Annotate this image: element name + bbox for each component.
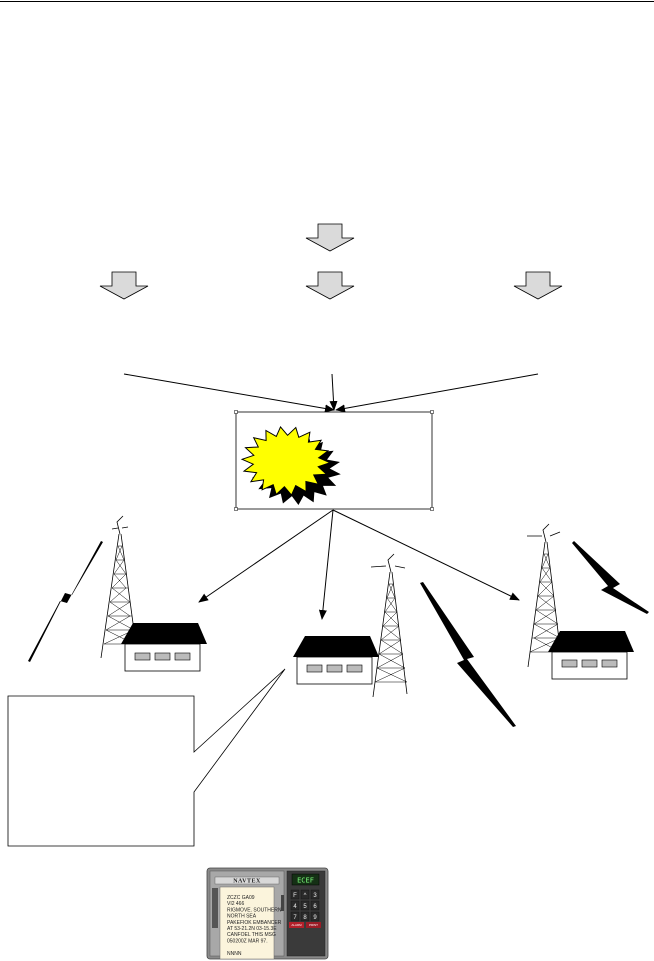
navtex-key-label: 9 <box>313 915 317 921</box>
callout-box <box>7 668 286 847</box>
navtex-key[interactable] <box>310 911 320 922</box>
navtex-message-line: NNNN <box>227 951 242 957</box>
navtex-display <box>291 873 320 886</box>
lightning-bolt-icon <box>420 582 516 727</box>
central-box-corner-tr <box>430 410 434 414</box>
lightning-bolt-icon <box>28 541 103 662</box>
navtex-key[interactable] <box>300 900 310 911</box>
navtex-message-line: CANFOEL THIS MSG <box>227 932 276 938</box>
station-building-left <box>121 623 207 672</box>
navtex-message-line: RIGMOVE. SOUTHERN <box>227 907 282 913</box>
navtex-button-row: ALARM PRINT <box>289 922 321 928</box>
navtex-display-text: ECEF <box>297 877 314 885</box>
navtex-message-line: PAKEFIOK EMBANCER <box>227 920 282 926</box>
navtex-key-label: F <box>293 893 297 899</box>
navtex-key[interactable] <box>290 911 300 922</box>
navtex-key-label: 4 <box>293 904 297 910</box>
navtex-key-label: ^ <box>304 893 307 899</box>
navtex-key-label: 5 <box>303 904 307 910</box>
navtex-key[interactable] <box>310 900 320 911</box>
transmitter-tower-center <box>370 553 408 698</box>
dist-arrow-middle <box>318 509 334 620</box>
station-building-center <box>293 636 379 685</box>
dist-arrow-right <box>332 509 520 601</box>
block-arrow-left <box>99 271 149 300</box>
navtex-message-line: VI2 466 <box>227 901 244 907</box>
station-building-right <box>548 631 634 680</box>
navtex-key[interactable] <box>300 911 310 922</box>
block-arrow-top <box>305 223 355 252</box>
lightning-bolt-icon <box>572 541 649 614</box>
feed-line-left <box>123 373 335 413</box>
navtex-key-label: 3 <box>313 893 317 899</box>
navtex-key-label: 6 <box>313 904 317 910</box>
feed-line-right <box>335 373 539 413</box>
navtex-paper-printout <box>219 886 275 960</box>
navtex-button-label: ALARM <box>291 923 302 927</box>
navtex-message-line: 050200Z MAR 97. <box>227 938 268 944</box>
central-box-corner-br <box>430 507 434 511</box>
starburst-icon <box>240 425 332 497</box>
navtex-alarm-button[interactable] <box>289 922 304 928</box>
block-arrow-right <box>513 271 563 300</box>
navtex-button-label: PRINT <box>309 923 318 927</box>
navtex-key[interactable] <box>290 900 300 911</box>
navtex-message-line: NORTH SEA <box>227 914 257 920</box>
navtex-key[interactable] <box>290 889 300 900</box>
navtex-key-label: 8 <box>303 915 307 921</box>
navtex-key[interactable] <box>310 889 320 900</box>
navtex-message-line: ZCZC GA09 <box>227 895 255 901</box>
navtex-message-line: AT 53-21.2N 03-15.3E <box>227 926 277 932</box>
navtex-key[interactable] <box>300 889 310 900</box>
feed-line-middle <box>329 373 338 411</box>
navtex-key-label: 7 <box>293 915 297 921</box>
navtex-brand-label: NAVTEX <box>233 879 261 885</box>
central-box-corner-bl <box>234 507 238 511</box>
central-box-corner-tl <box>234 410 238 414</box>
block-arrow-middle <box>305 271 355 300</box>
dist-arrow-left <box>198 509 334 603</box>
navtex-print-button[interactable] <box>306 922 321 928</box>
